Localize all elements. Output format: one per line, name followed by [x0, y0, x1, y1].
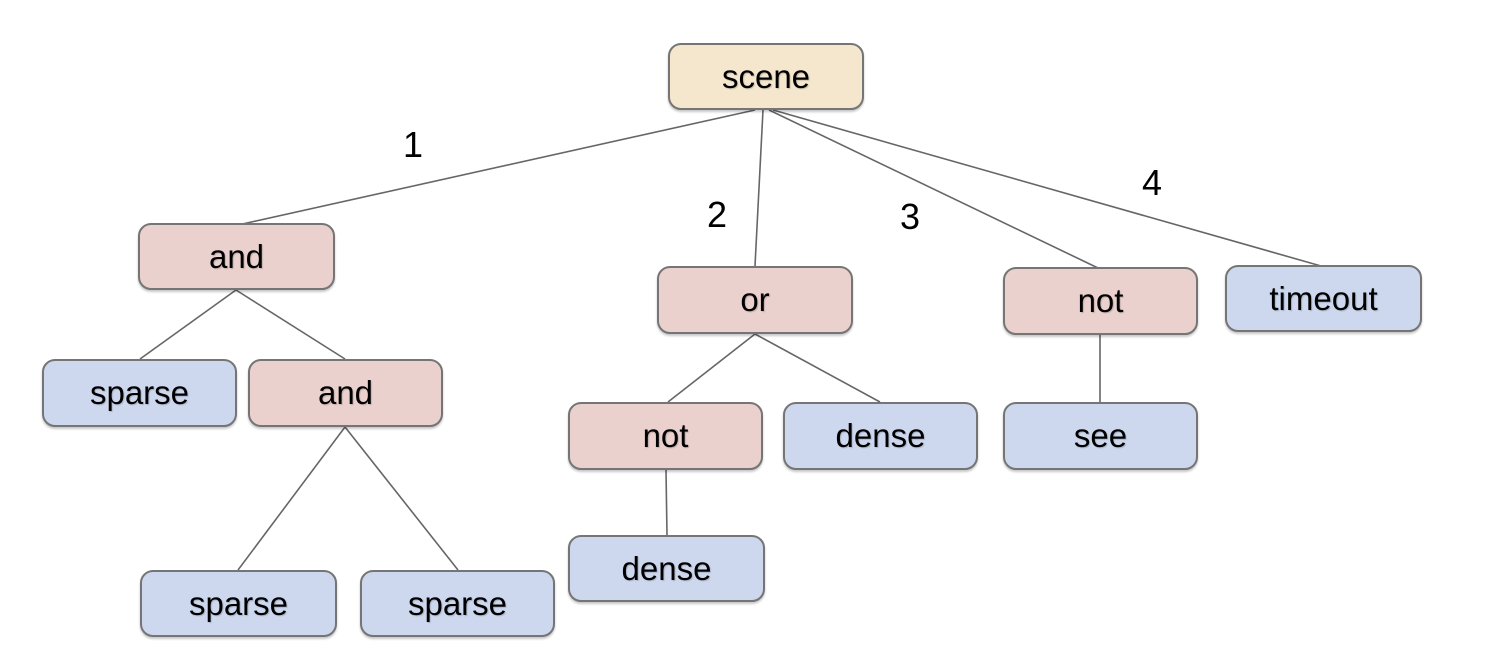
node-sparse-3: sparse — [360, 570, 555, 637]
edge-and1-and2 — [235, 289, 346, 360]
edge-label-2: 2 — [706, 194, 728, 235]
edge-and2-sparse2 — [237, 426, 346, 571]
edge-scene-or1 — [754, 109, 764, 267]
edge-and1-sparse1 — [139, 289, 237, 360]
edge-scene-not-r — [768, 109, 1099, 269]
node-or: or — [657, 266, 853, 334]
node-not-right: not — [1003, 267, 1198, 335]
node-see: see — [1003, 402, 1198, 470]
edge-label-1: 1 — [402, 124, 424, 165]
node-and-1: and — [138, 223, 335, 290]
node-dense-2: dense — [568, 535, 765, 602]
edge-label-4: 4 — [1141, 162, 1163, 203]
node-and-2: and — [248, 359, 443, 427]
edge-scene-and1 — [237, 109, 756, 226]
edge-or1-dense1 — [754, 333, 881, 403]
node-sparse-2: sparse — [140, 570, 337, 637]
edge-scene-timeout — [772, 109, 1322, 267]
edge-or1-not-m — [667, 333, 756, 403]
edge-not-m-dense2 — [665, 469, 668, 536]
node-timeout: timeout — [1225, 265, 1422, 332]
node-scene: scene — [668, 43, 864, 110]
edge-and2-sparse3 — [344, 426, 459, 571]
edge-label-3: 3 — [899, 196, 921, 237]
node-dense-1: dense — [783, 402, 978, 470]
node-not-middle: not — [568, 402, 763, 470]
node-sparse-1: sparse — [42, 359, 237, 427]
